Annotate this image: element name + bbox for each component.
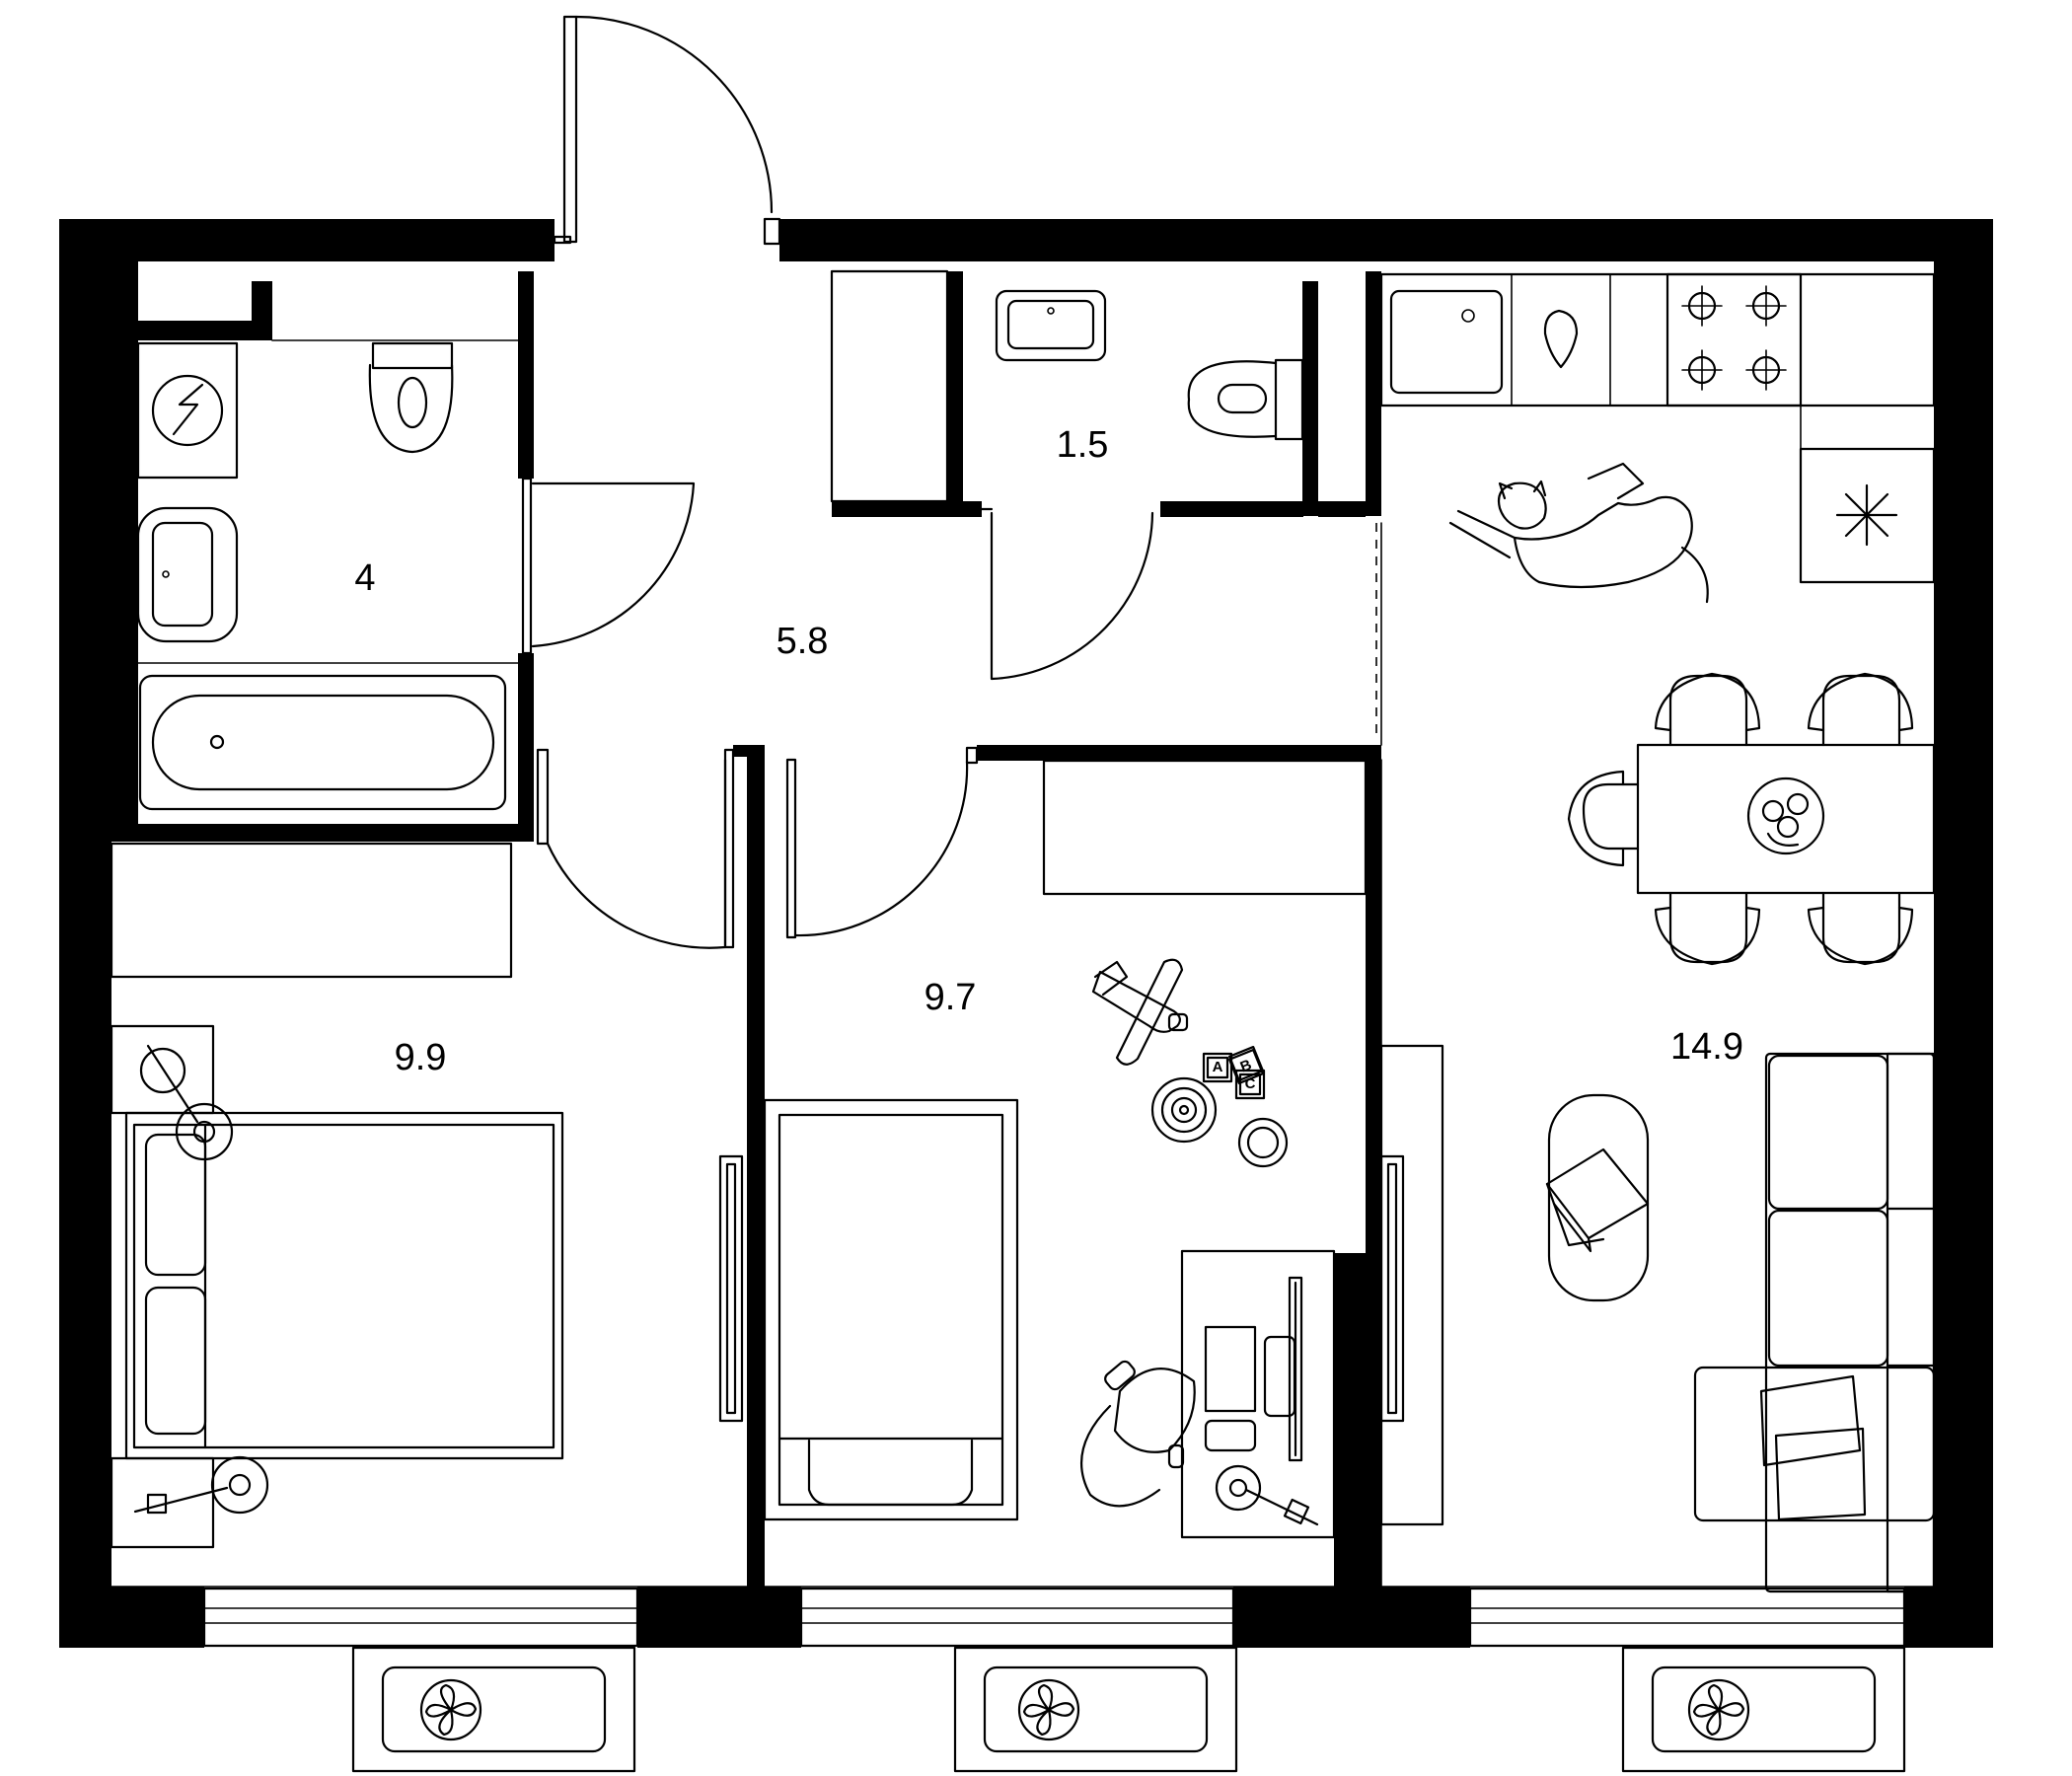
dining-chairs xyxy=(1567,672,1914,966)
fan-icon xyxy=(1687,1678,1750,1741)
coffee-table xyxy=(1545,1093,1650,1302)
toy-block-a: A xyxy=(1213,1059,1223,1075)
kids-room-door[interactable] xyxy=(785,746,979,939)
room-labels: 4 5.8 1.5 9.9 9.7 14.9 xyxy=(354,424,1743,1078)
window-kids xyxy=(799,1587,1235,1648)
cat-icon xyxy=(1448,462,1709,604)
ac-units xyxy=(351,1646,1906,1773)
area-label-kitchen-living: 14.9 xyxy=(1670,1026,1743,1068)
fruit-bowl-icon xyxy=(1746,777,1825,855)
toilet-room-furniture xyxy=(830,269,1304,503)
interior-walls xyxy=(111,261,1381,1589)
bedroom-furniture xyxy=(110,842,744,1549)
toy-block-c: C xyxy=(1245,1075,1256,1092)
bathroom-furniture xyxy=(136,339,519,811)
thin-lines xyxy=(111,522,1935,1590)
area-label-toilet: 1.5 xyxy=(1057,424,1109,466)
exterior-walls xyxy=(59,219,1993,1648)
windows xyxy=(202,1587,1906,1648)
area-label-kids-room: 9.7 xyxy=(925,977,977,1018)
fridge-icon xyxy=(1799,447,1936,584)
kids-room-furniture: B C A xyxy=(763,759,1405,1539)
ac-unit-1 xyxy=(351,1646,636,1773)
toy-block-a-icon: A xyxy=(1202,1052,1233,1083)
window-bedroom xyxy=(202,1587,639,1648)
fan-icon xyxy=(1017,1678,1080,1741)
kitchen-living-furniture xyxy=(1379,272,1936,1593)
window-living xyxy=(1468,1587,1906,1648)
cooktop-icon xyxy=(1665,272,1803,407)
sofa xyxy=(1693,1052,1936,1593)
area-label-hallway: 5.8 xyxy=(777,621,829,662)
ac-unit-3 xyxy=(1621,1646,1906,1773)
bathroom-door[interactable] xyxy=(521,477,696,655)
fan-icon xyxy=(419,1678,482,1741)
bedroom-door[interactable] xyxy=(536,748,735,949)
toilet-door[interactable] xyxy=(980,507,1154,681)
ac-unit-2 xyxy=(953,1646,1238,1773)
entry-door[interactable] xyxy=(553,15,781,246)
area-label-bedroom: 9.9 xyxy=(395,1037,447,1078)
toy-airplane-icon xyxy=(1091,958,1189,1066)
toy-block-b: B xyxy=(1238,1057,1255,1076)
toy-rings-icon xyxy=(1150,1076,1289,1168)
toy-blocks-icon: B C xyxy=(1227,1045,1266,1100)
area-label-bathroom: 4 xyxy=(354,557,375,599)
